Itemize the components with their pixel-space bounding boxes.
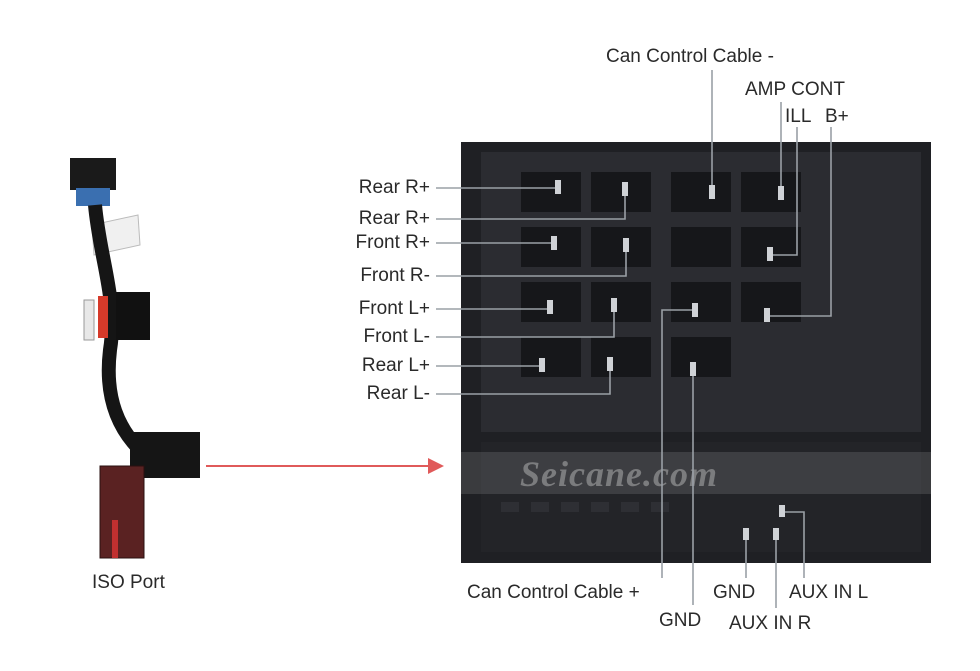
leader-can-control-plus [661, 309, 694, 578]
watermark-text: Seicane.com [520, 454, 718, 494]
leader-aux-in-l [782, 511, 805, 578]
label-b-plus: B+ [825, 106, 849, 127]
connector-lower-area [481, 442, 921, 552]
label-ill: ILL [785, 106, 812, 127]
label-front-r-plus: Front R+ [355, 232, 430, 253]
label-rear-r-plus-2: Rear R+ [358, 208, 430, 229]
label-rear-l-minus: Rear L- [366, 383, 430, 404]
connector-photo-drawing [481, 152, 921, 552]
pointer-arrow-head [428, 458, 444, 474]
leader-front-l-minus [436, 305, 615, 338]
harness-cable-bundle [88, 204, 146, 455]
label-can-control-minus: Can Control Cable - [606, 46, 774, 67]
label-rear-r-plus-1: Rear R+ [358, 177, 430, 198]
harness-fuse-box [116, 292, 150, 340]
label-can-control-plus: Can Control Cable + [467, 582, 640, 603]
label-amp-cont: AMP CONT [745, 79, 845, 100]
label-front-l-minus: Front L- [363, 326, 430, 347]
label-gnd-left: GND [659, 610, 702, 631]
iso-port-wire [112, 520, 118, 558]
terminal-pins [539, 180, 785, 540]
iso-port-caption: ISO Port [92, 572, 165, 593]
connector-photo [461, 142, 931, 563]
rca-plug-white [83, 299, 95, 341]
watermark-band [461, 452, 931, 494]
leader-rear-l-minus [436, 365, 611, 395]
harness-top-wires [76, 188, 110, 206]
label-aux-in-r: AUX IN R [729, 613, 812, 634]
connector-lower-slots [501, 502, 669, 512]
leader-ill [770, 127, 798, 256]
iso-port-block [99, 465, 145, 559]
connector-cavities [521, 172, 801, 377]
label-aux-in-l: AUX IN L [789, 582, 869, 603]
leader-rear-r-plus-2 [436, 190, 626, 220]
label-front-l-plus: Front L+ [358, 298, 430, 319]
leader-front-r-minus [436, 245, 627, 277]
label-gnd-right: GND [713, 582, 756, 603]
label-rear-l-plus: Rear L+ [361, 355, 430, 376]
leader-b-plus [766, 127, 832, 317]
rca-plug-red [98, 296, 108, 338]
label-front-r-minus: Front R- [360, 265, 430, 286]
harness-top-connector [70, 158, 116, 190]
